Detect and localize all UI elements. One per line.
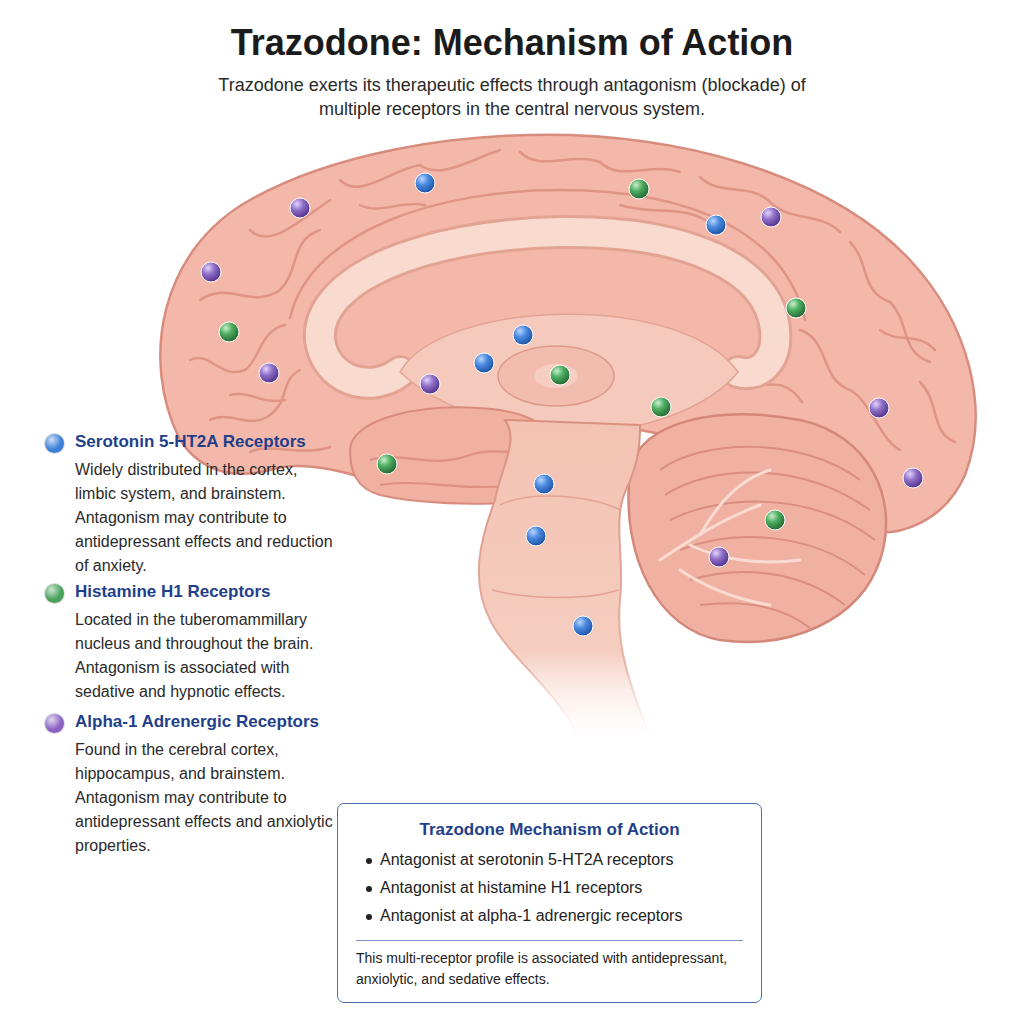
cerebellum-part <box>660 447 875 628</box>
legend-heading: Alpha-1 Adrenergic Receptors <box>75 712 319 732</box>
gyri-lines-part <box>880 330 935 350</box>
receptor-dots-part <box>629 179 649 199</box>
legend-swatch <box>45 434 64 453</box>
cerebellum-part <box>700 470 770 535</box>
cerebellum-part <box>628 414 886 641</box>
legend-entry: Alpha-1 Adrenergic Receptors <box>45 712 375 736</box>
receptor-dots-part <box>903 468 923 488</box>
box-heading: Trazodone Mechanism of Action <box>338 820 761 840</box>
gyri-lines-part <box>210 370 300 421</box>
receptor-dots-part <box>420 374 440 394</box>
receptor-dots-part <box>219 322 239 342</box>
receptor-description: Located in the tuberomammillary nucleus … <box>75 608 337 704</box>
gyri-lines-part <box>360 204 425 209</box>
box-note: This multi-receptor profile is associate… <box>356 948 747 990</box>
receptor-dots-part <box>290 198 310 218</box>
cerebellum-part <box>680 537 865 575</box>
legend-entry: Serotonin 5-HT2A Receptors <box>45 432 375 456</box>
receptor-description: Found in the cerebral cortex, hippocampu… <box>75 738 337 858</box>
receptor-dots-part <box>259 363 279 383</box>
receptor-dots-part <box>765 510 785 530</box>
legend-entry: Histamine H1 Receptors <box>45 582 375 606</box>
receptor-dots-part <box>201 262 221 282</box>
bullet-item: Antagonist at alpha-1 adrenergic recepto… <box>380 907 682 925</box>
gyri-lines-part <box>620 205 705 220</box>
receptor-dots-part <box>474 353 494 373</box>
legend-heading: Histamine H1 Receptors <box>75 582 271 602</box>
gyri-lines-part <box>230 394 285 401</box>
receptor-dots-part <box>377 454 397 474</box>
brainstem-part <box>492 590 618 598</box>
bullet-item: Antagonist at serotonin 5-HT2A receptors <box>380 851 674 869</box>
bullet-dot <box>366 914 372 920</box>
cerebellum-part <box>700 603 810 628</box>
gyri-lines-part <box>920 382 955 442</box>
receptor-dots-part <box>526 526 546 546</box>
legend-heading: Serotonin 5-HT2A Receptors <box>75 432 306 452</box>
bullet-dot <box>366 858 372 864</box>
brainstem-part <box>479 420 655 750</box>
receptor-dots-part <box>869 398 889 418</box>
legend-swatch <box>45 584 64 603</box>
receptor-dots-part <box>786 298 806 318</box>
cerebellum-part <box>665 472 870 510</box>
bullet-item: Antagonist at histamine H1 receptors <box>380 879 642 897</box>
receptor-dots-part <box>534 474 554 494</box>
brainstem <box>479 420 655 750</box>
brainstem-part <box>500 496 620 510</box>
receptor-dots-part <box>415 173 435 193</box>
cerebellum-part <box>690 545 800 562</box>
legend-swatch <box>45 714 64 733</box>
summary-box: Trazodone Mechanism of ActionAntagonist … <box>337 803 762 1003</box>
cerebellum-part <box>660 470 800 605</box>
receptor-dots-part <box>550 365 570 385</box>
diencephalon-part <box>498 346 614 406</box>
receptor-dots-part <box>651 397 671 417</box>
receptor-dots-part <box>706 215 726 235</box>
box-divider <box>356 940 743 941</box>
receptor-dots-part <box>709 547 729 567</box>
receptor-dots-part <box>761 207 781 227</box>
receptor-description: Widely distributed in the cortex, limbic… <box>75 458 337 578</box>
bullet-dot <box>366 886 372 892</box>
diencephalon-part <box>534 364 578 388</box>
receptor-dots <box>201 173 923 636</box>
gyri-lines-part <box>850 242 930 362</box>
cerebellum <box>628 414 886 641</box>
gyri-lines-part <box>520 152 680 172</box>
receptor-dots-part <box>513 325 533 345</box>
cerebellum-part <box>680 570 770 605</box>
receptor-dots-part <box>573 616 593 636</box>
diagram-title: Trazodone: Mechanism of Action <box>0 22 1024 64</box>
subtitle-text: Trazodone exerts its therapeutic effects… <box>192 73 832 121</box>
